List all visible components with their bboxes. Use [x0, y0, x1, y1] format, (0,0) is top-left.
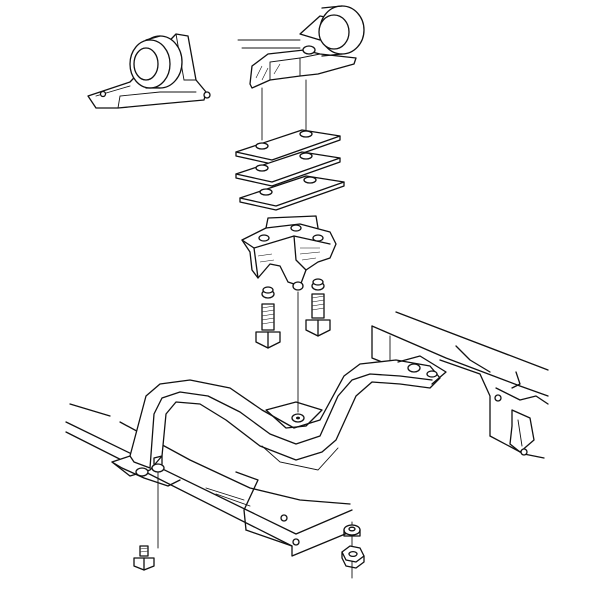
mount-bolts	[255, 278, 331, 349]
crossmember-bolt	[133, 545, 155, 571]
rubber-bushing-icon	[129, 35, 183, 89]
upper-mount-detail	[87, 33, 211, 109]
transmission-bracket	[237, 5, 365, 89]
shim-plate	[239, 175, 345, 211]
crossmember-nuts	[341, 524, 365, 569]
frame-rail-right	[371, 311, 549, 459]
crossmember	[111, 355, 447, 487]
transmission-mount	[241, 215, 337, 291]
washer	[343, 524, 361, 537]
hex-nut	[341, 545, 365, 569]
shim-plates	[235, 129, 345, 211]
mount-bolt-left	[255, 286, 281, 349]
shim-plate	[235, 151, 341, 187]
mount-bolt-right	[305, 278, 331, 337]
bracket-bushing-icon	[318, 5, 365, 57]
